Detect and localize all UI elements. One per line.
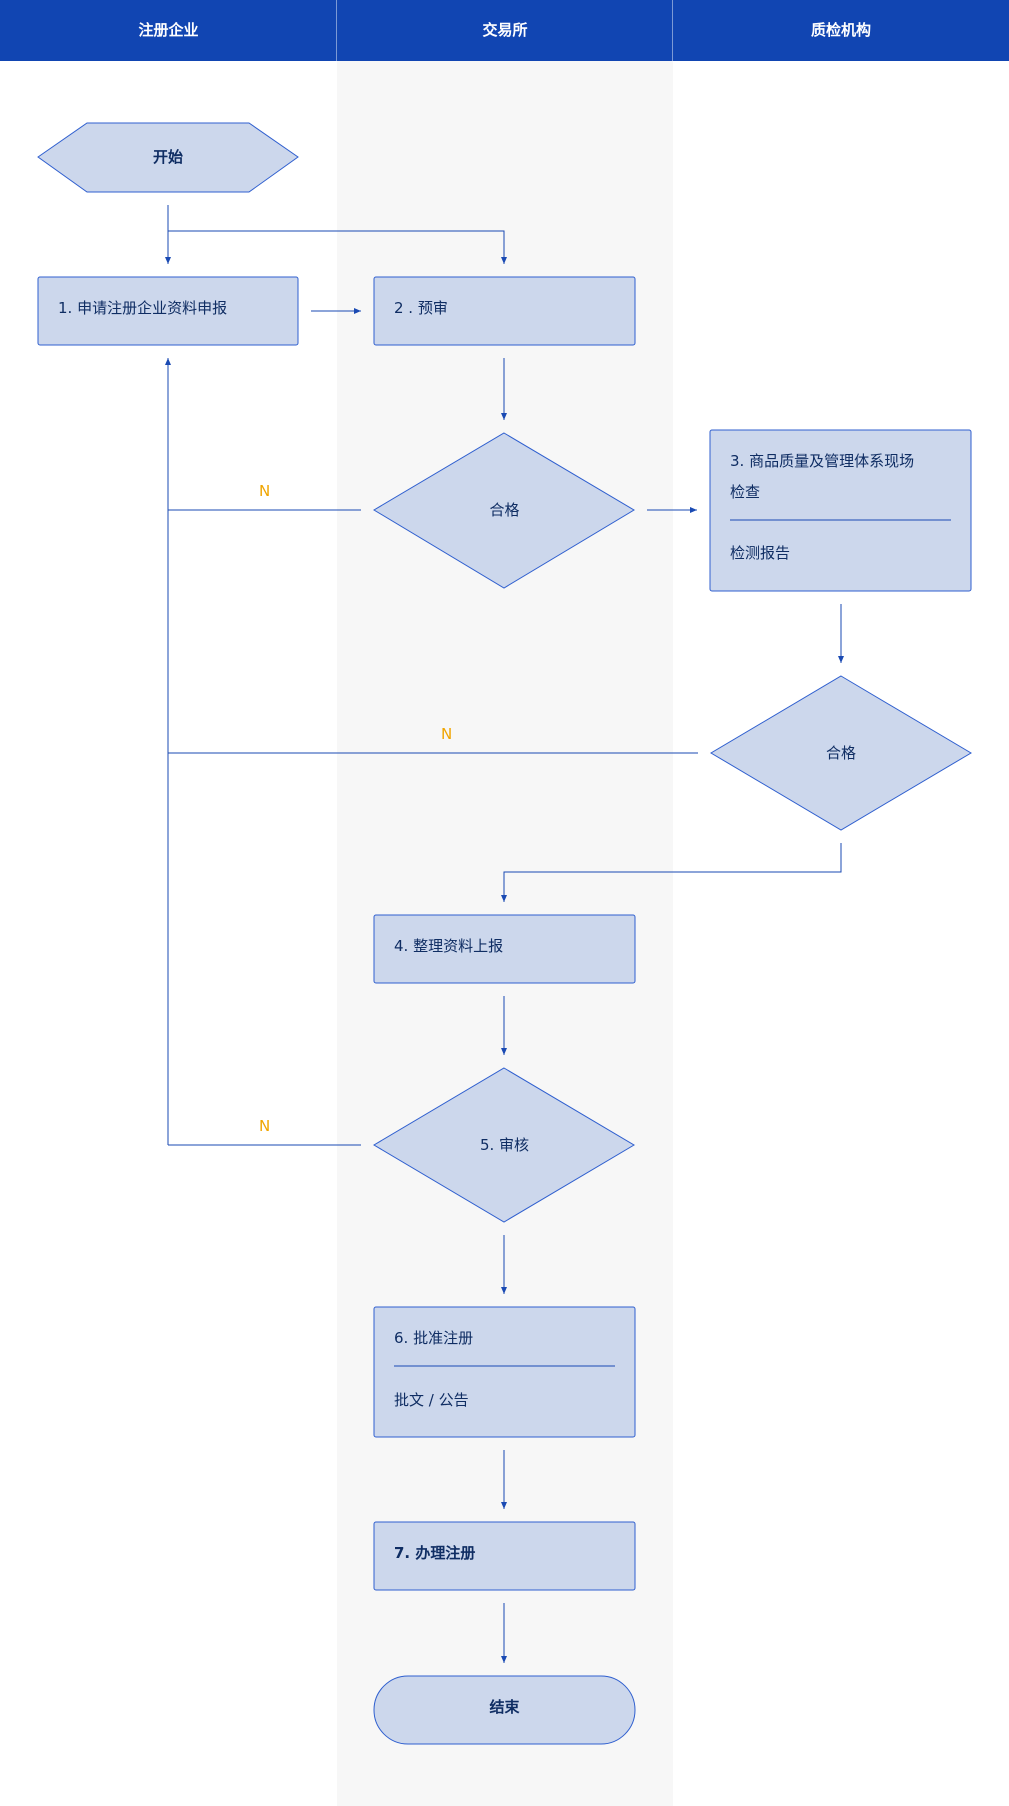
start-hexagon <box>37 122 299 193</box>
decision2-label: 合格 <box>825 744 856 762</box>
step1-label: 1. 申请注册企业资料申报 <box>58 299 228 317</box>
step3-note: 检测报告 <box>730 544 791 562</box>
lane-divider <box>672 0 673 61</box>
step4-box <box>373 914 636 984</box>
lane-header-qc: 质检机构 <box>810 21 871 39</box>
end-label: 结束 <box>489 1698 520 1716</box>
lane-divider <box>336 0 337 61</box>
start-label: 开始 <box>152 148 183 166</box>
decision1-diamond <box>373 432 635 589</box>
connector-decision2-to-step4 <box>501 843 842 902</box>
step4-label: 4. 整理资料上报 <box>394 937 504 955</box>
step6-label: 6. 批准注册 <box>394 1329 474 1347</box>
step6-note: 批文 / 公告 <box>394 1391 469 1409</box>
lane-header-exchange: 交易所 <box>482 21 528 39</box>
step7-label: 7. 办理注册 <box>394 1544 476 1562</box>
step5-diamond <box>373 1067 635 1223</box>
step3-label-line2: 检查 <box>730 483 761 501</box>
step2-box <box>373 276 636 346</box>
decision1-label: 合格 <box>489 501 520 519</box>
end-terminal <box>373 1675 636 1745</box>
step3-box <box>709 429 972 592</box>
lane-header-enterprise: 注册企业 <box>138 21 199 39</box>
connectors <box>165 205 844 1663</box>
no-label-decision2: N <box>441 725 453 743</box>
step3-label-line1: 3. 商品质量及管理体系现场 <box>730 452 915 470</box>
no-label-decision1: N <box>259 482 271 500</box>
no-label-step5: N <box>259 1117 271 1135</box>
decision2-diamond <box>710 675 972 831</box>
step1-box <box>37 276 299 346</box>
step6-box <box>373 1306 636 1438</box>
step7-box <box>373 1521 636 1591</box>
step5-label: 5. 审核 <box>479 1136 530 1154</box>
step2-label: 2 . 预审 <box>394 299 448 317</box>
swimlane-header: 注册企业 交易所 质检机构 <box>0 0 1009 61</box>
connector-start-to-step2 <box>168 230 507 264</box>
